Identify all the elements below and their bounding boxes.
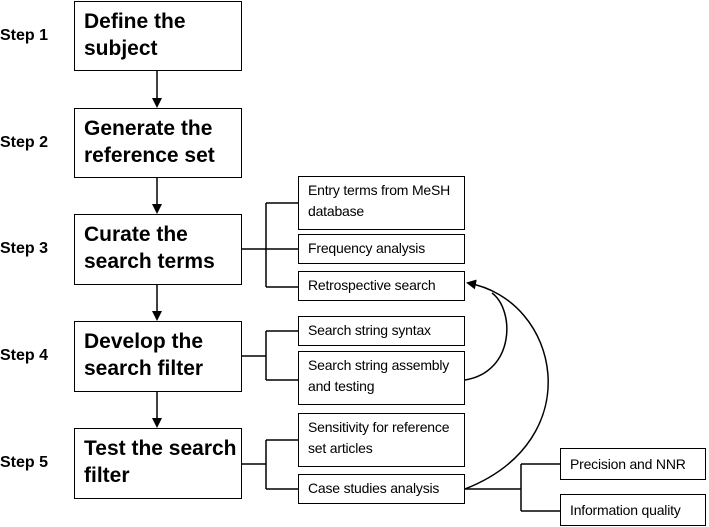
step-label-5: Step 5: [0, 454, 49, 471]
bracket-step3: [242, 202, 298, 288]
substep-frequency-analysis: Frequency analysis: [298, 234, 465, 264]
step-box-curate-search-terms: Curate the search terms: [74, 214, 242, 285]
bracket-case-studies: [465, 463, 560, 512]
feedback-curve-from-case-studies: [464, 279, 549, 490]
substep-case-studies: Case studies analysis: [298, 474, 465, 504]
bracket-step5: [242, 439, 298, 490]
substep-sensitivity: Sensitivity for reference set articles: [298, 413, 465, 467]
step-label-2: Step 2: [0, 134, 49, 151]
step-label-3: Step 3: [0, 240, 49, 257]
feedback-curve-from-assembly: [464, 292, 508, 381]
substep-search-string-syntax: Search string syntax: [298, 316, 465, 346]
substep-retrospective-search: Retrospective search: [298, 271, 465, 301]
bracket-step4: [242, 330, 298, 381]
step-box-define-subject: Define the subject: [74, 1, 242, 71]
step-box-test-search-filter: Test the search filter: [74, 428, 242, 499]
substep-search-string-assembly: Search string assembly and testing: [298, 351, 465, 405]
substep-precision-nnr: Precision and NNR: [560, 448, 706, 480]
substep-entry-terms: Entry terms from MeSH database: [298, 176, 465, 230]
step-box-develop-search-filter: Develop the search filter: [74, 321, 242, 392]
substep-information-quality: Information quality: [560, 494, 706, 526]
step-label-1: Step 1: [0, 27, 49, 44]
step-box-generate-reference-set: Generate the reference set: [74, 108, 242, 178]
step-label-4: Step 4: [0, 347, 49, 364]
